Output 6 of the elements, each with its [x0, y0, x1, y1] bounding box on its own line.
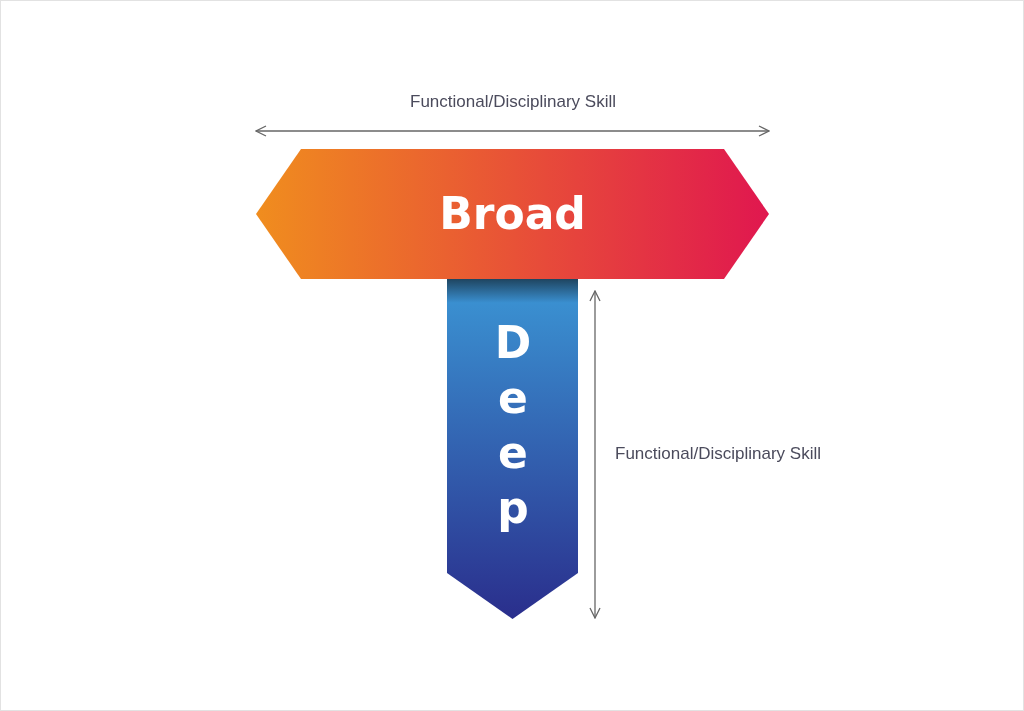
dimension-label: Functional/Disciplinary Skill	[615, 444, 821, 464]
hexagon-band	[256, 149, 769, 279]
pennant-banner	[447, 279, 578, 619]
banner-label: Deep	[490, 317, 535, 537]
dimension-label: Functional/Disciplinary Skill	[410, 92, 616, 112]
band-label: Broad	[439, 189, 586, 239]
